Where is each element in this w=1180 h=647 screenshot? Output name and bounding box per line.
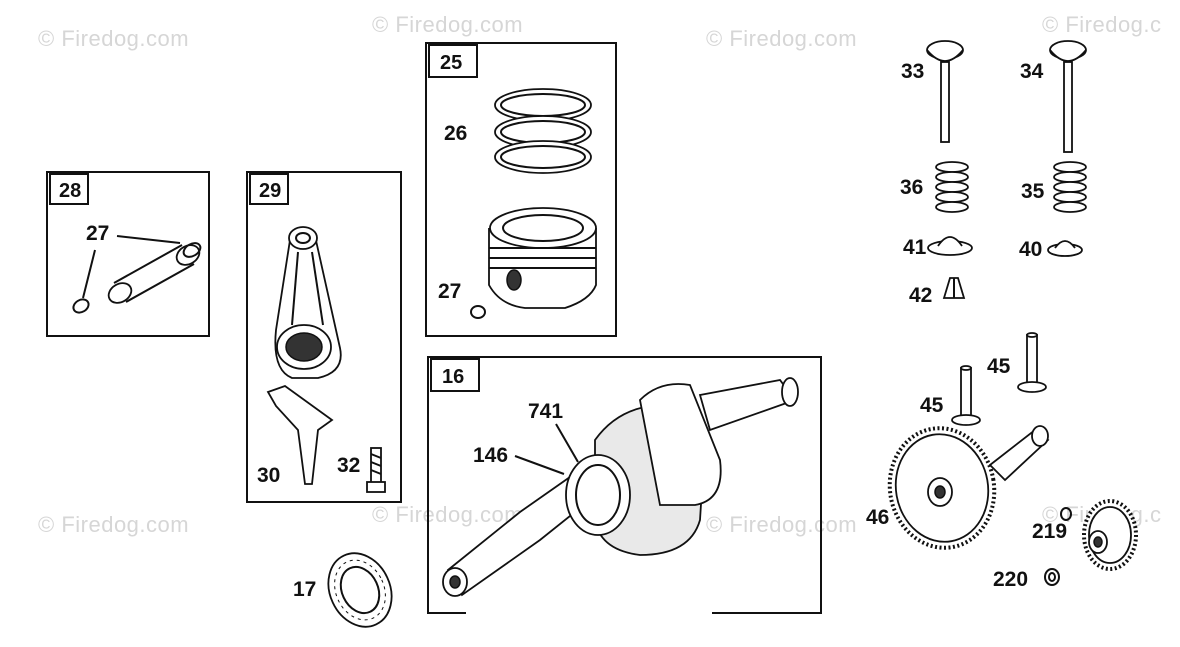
washer-hole (1048, 572, 1056, 582)
box-28-number: 28 (59, 180, 81, 202)
watermark: © Firedog.com (38, 512, 190, 537)
callout-35: 35 (1021, 180, 1045, 203)
box-16: 16 (427, 356, 822, 614)
watermark: © Firedog.com (372, 502, 524, 527)
rod-bolt (366, 447, 386, 493)
watermark: © Firedog.com (706, 512, 858, 537)
watermark: © Firedog.com (372, 12, 524, 37)
main-bearing (327, 552, 393, 628)
callout-42: 42 (909, 284, 932, 307)
callout-41: 41 (903, 236, 927, 259)
callout-33: 33 (901, 60, 924, 83)
callout-45: 45 (987, 355, 1011, 378)
valve-tappet (1017, 332, 1047, 393)
callout-30: 30 (257, 464, 280, 487)
leader-line (514, 455, 565, 475)
leader-line (116, 235, 181, 244)
box-25: 25 (425, 42, 617, 337)
callout-40: 40 (1019, 238, 1042, 261)
callout-32: 32 (337, 454, 360, 477)
watermark: © Firedog.com (706, 26, 858, 51)
callout-219: 219 (1032, 520, 1067, 543)
piston-pin (72, 242, 202, 314)
camshaft (887, 425, 1050, 550)
callout-220: 220 (993, 568, 1028, 591)
callout-741: 741 (528, 400, 563, 423)
spring-retainer (1047, 240, 1083, 257)
callout-27: 27 (438, 280, 461, 303)
connecting-rod (274, 226, 342, 379)
retaining-ring (1060, 507, 1072, 521)
valve-tappet (951, 365, 981, 426)
valve-spring (935, 161, 969, 213)
washer (1044, 568, 1060, 586)
leader-line (82, 249, 96, 299)
box-25-number: 25 (440, 52, 462, 74)
box-16-number: 16 (442, 366, 464, 388)
intake-valve (926, 40, 964, 143)
callout-45: 45 (920, 394, 944, 417)
crankshaft (442, 377, 799, 597)
watermark: © Firedog.com (38, 26, 190, 51)
callout-36: 36 (900, 176, 923, 199)
piston-rings (494, 88, 592, 174)
box-29-number: 29 (259, 180, 281, 202)
watermark: © Firedog.c (1042, 12, 1162, 37)
valve-keeper (942, 277, 966, 299)
callout-17: 17 (293, 578, 316, 601)
leader-line (555, 423, 579, 463)
callout-27: 27 (86, 222, 109, 245)
governor-gear (1082, 499, 1138, 571)
callout-146: 146 (473, 444, 508, 467)
box-29: 29 (246, 171, 402, 503)
callout-46: 46 (866, 506, 889, 529)
oil-dipper (266, 384, 334, 485)
callout-34: 34 (1020, 60, 1044, 83)
piston (488, 207, 597, 309)
valve-spring (1053, 161, 1087, 213)
callout-26: 26 (444, 122, 467, 145)
box-28: 28 (46, 171, 210, 337)
retainer-clip (470, 305, 486, 319)
spring-retainer (927, 236, 973, 256)
exhaust-valve (1049, 40, 1087, 153)
